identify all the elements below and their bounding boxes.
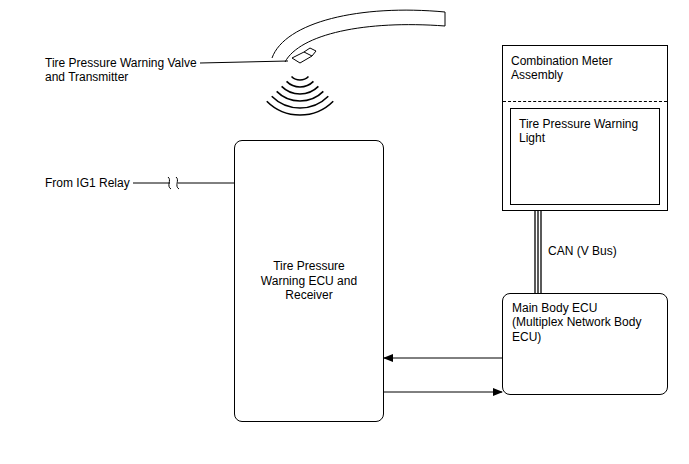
radio-waves: [267, 76, 333, 115]
wave-arc: [277, 91, 324, 101]
wave-arc: [282, 86, 319, 94]
bus-wire: [534, 211, 535, 293]
body-ecu-box: Main Body ECU (Multiplex Network Body EC…: [502, 293, 668, 395]
valve-body: [292, 52, 312, 63]
wave-arc: [267, 101, 333, 115]
bus-wire: [537, 211, 538, 293]
leader-line: [200, 61, 288, 63]
ecu-receiver-box: Tire Pressure Warning ECU and Receiver: [234, 140, 384, 422]
wave-arc: [292, 76, 309, 80]
dashed-separator: [503, 101, 667, 102]
tire-edge: [445, 12, 446, 26]
node-label: Tire Pressure Warning ECU and Receiver: [254, 259, 364, 302]
rim-outline: [285, 25, 445, 62]
node-label: Tire Pressure Warning Light: [519, 117, 655, 146]
signal-arrow: [384, 392, 502, 393]
wave-arc: [272, 96, 329, 108]
node-label: Combination Meter Assembly: [511, 54, 661, 83]
can-bus-line: [535, 211, 541, 293]
signal-label: From IG1 Relay: [45, 176, 135, 190]
ig1-wire: [133, 183, 234, 184]
part-label: Tire Pressure Warning Valve and Transmit…: [45, 56, 203, 85]
wire-break-symbol: [168, 177, 179, 189]
signal-arrow: [384, 358, 502, 359]
node-label: Main Body ECU (Multiplex Network Body EC…: [512, 301, 642, 344]
meter-assembly-box: Combination Meter AssemblyTire Pressure …: [502, 45, 668, 211]
warning-light-box: Tire Pressure Warning Light: [510, 108, 660, 205]
valve-stem: [304, 48, 316, 56]
wave-arc: [287, 81, 314, 87]
bus-label: CAN (V Bus): [548, 244, 617, 258]
tire-outline: [272, 10, 445, 58]
bus-wire: [540, 211, 541, 293]
